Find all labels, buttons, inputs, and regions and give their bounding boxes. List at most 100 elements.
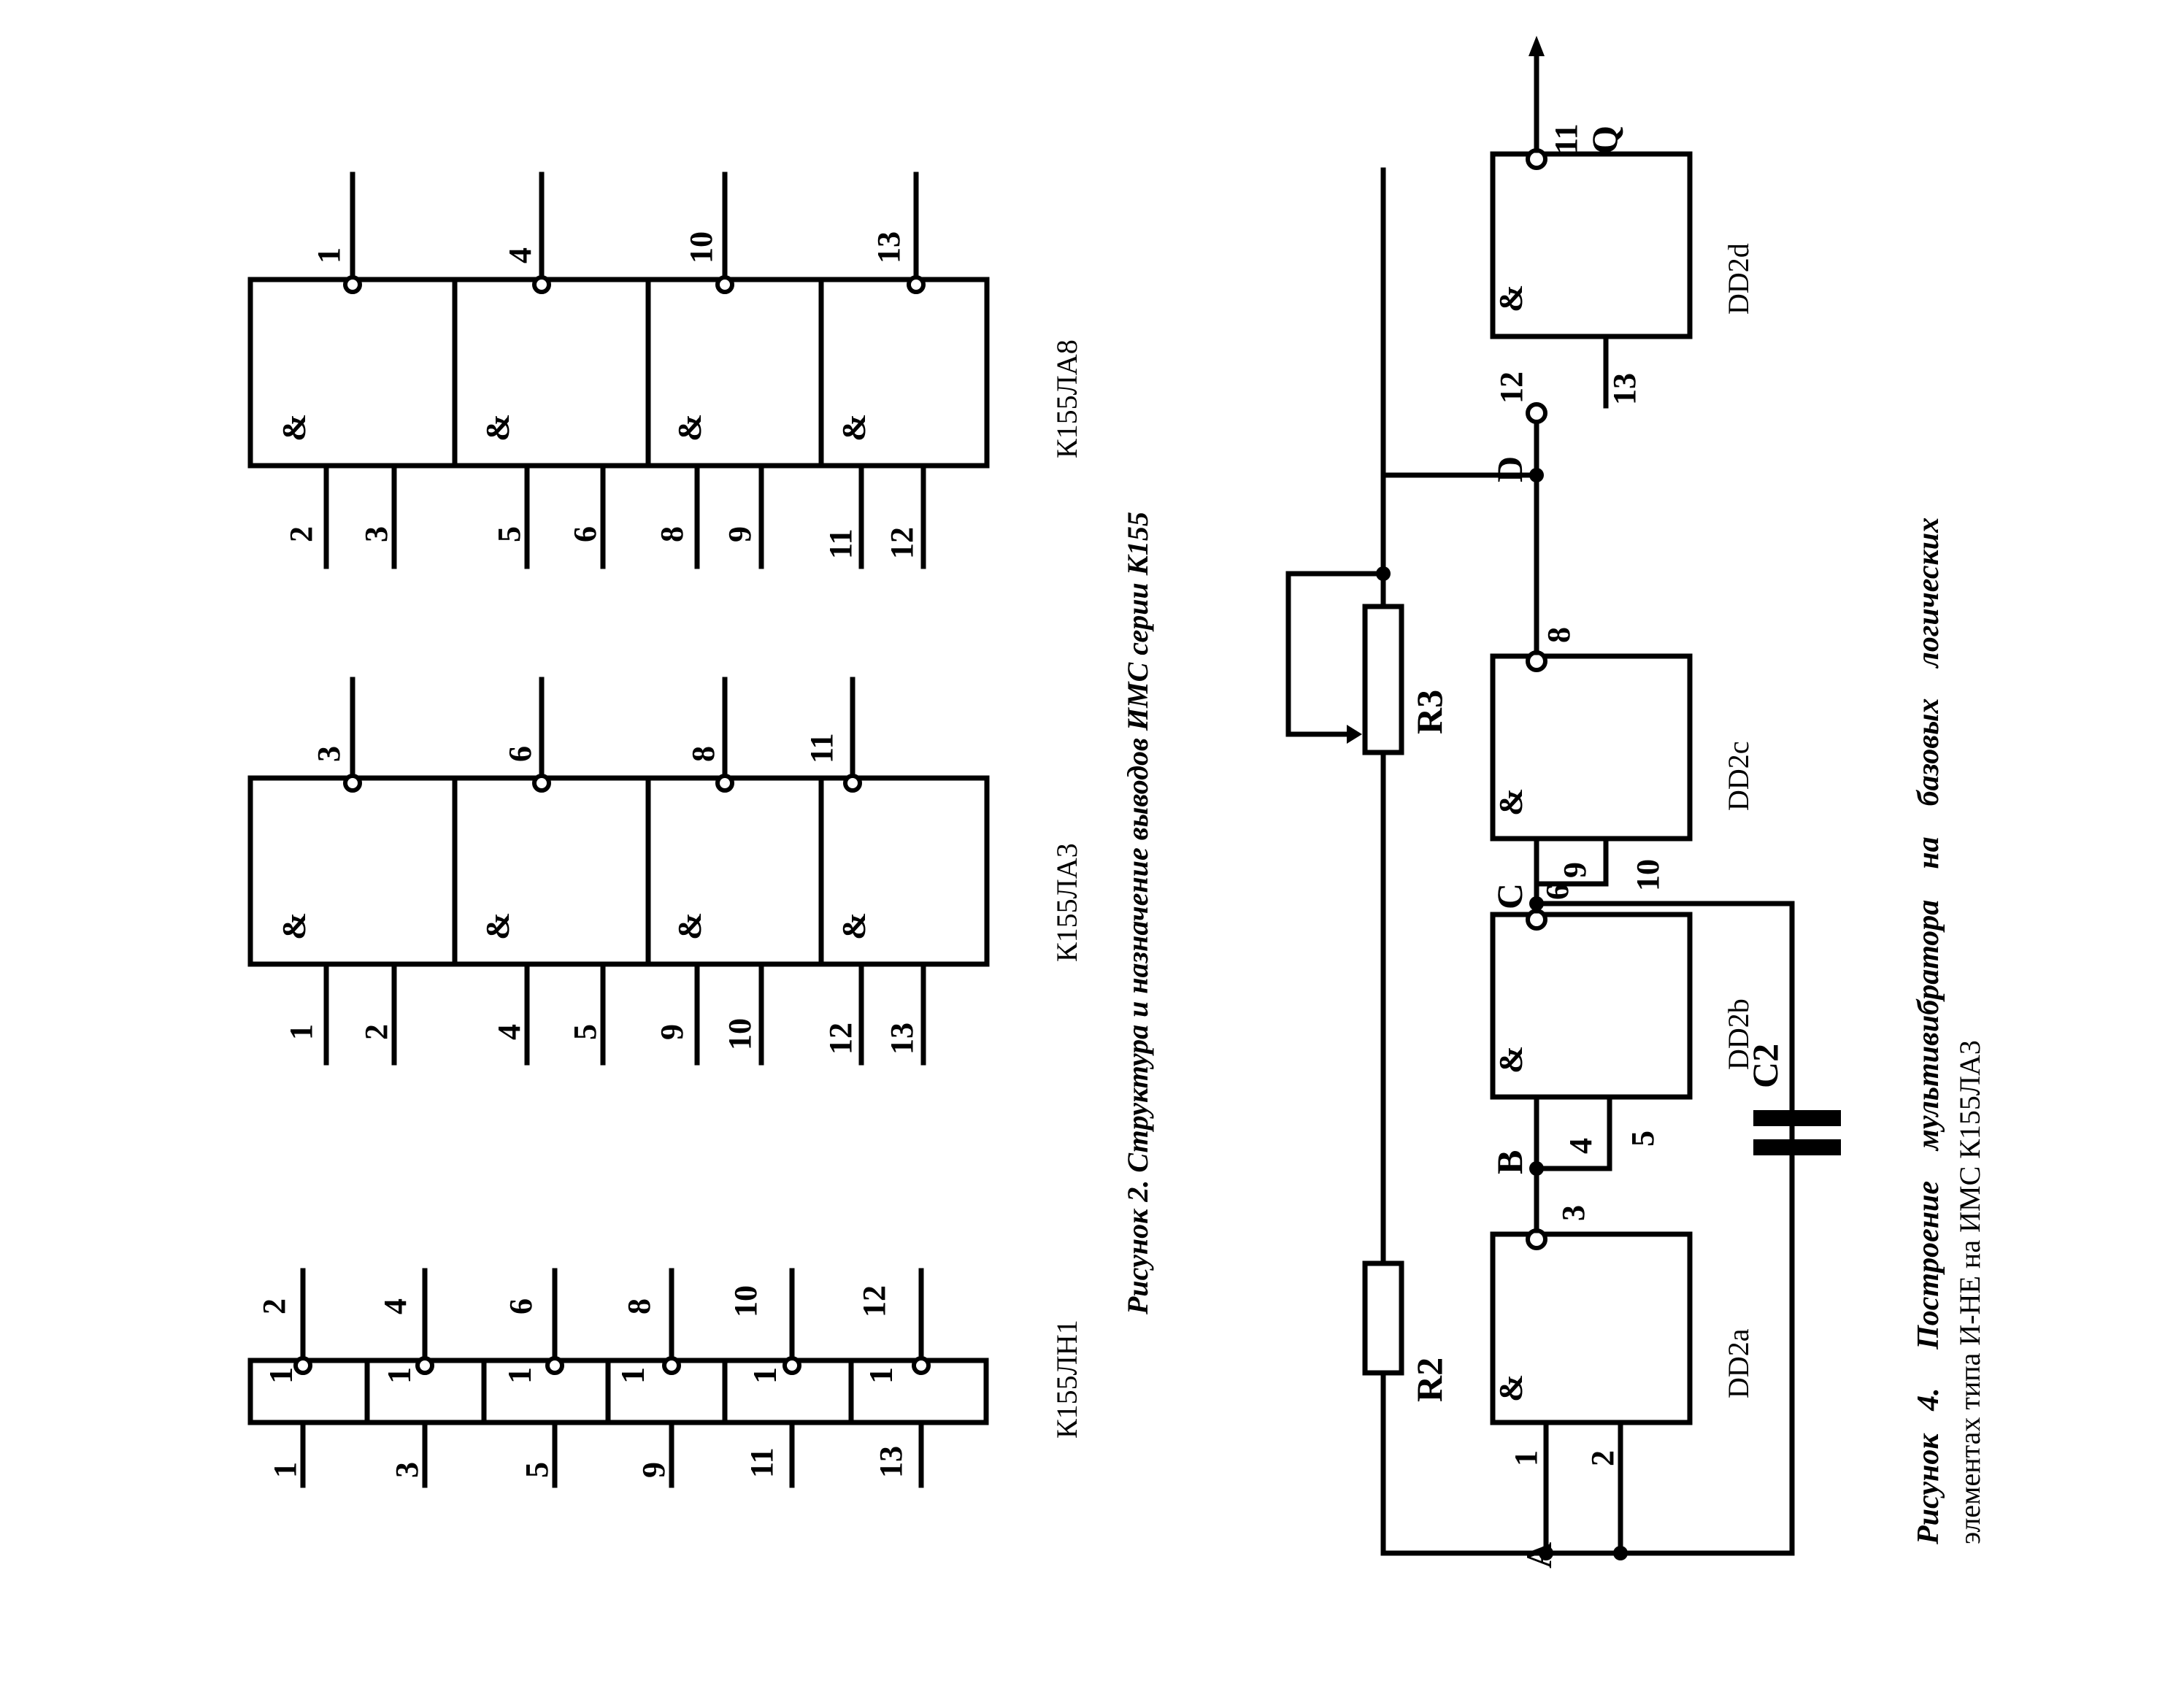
pin-label: 3 bbox=[358, 526, 394, 542]
inverter-bubble bbox=[1526, 909, 1547, 931]
pin-label: 9 bbox=[654, 1024, 690, 1040]
figure-4-multivibrator: & 1 2 DD2a 3 R2 B 4 5 & DD2b 6 bbox=[1285, 36, 1986, 1568]
junction-r3 bbox=[1376, 566, 1391, 581]
pin-label: 6 bbox=[502, 746, 538, 762]
resistor-label: R3 bbox=[1409, 690, 1450, 734]
pin-label: 4 bbox=[491, 1024, 527, 1040]
figure-2-caption: Рисунок 2. Структура и назначение выводо… bbox=[1121, 512, 1154, 1315]
node-label: Q bbox=[1584, 126, 1625, 154]
figure-4-caption-line-2: элементах типа И-НЕ на ИМС К155ЛА3 bbox=[1953, 1040, 1986, 1544]
resistor-r2 bbox=[1362, 1260, 1404, 1376]
pin-label: 9 bbox=[636, 1462, 672, 1478]
chip-label: К155ЛН1 bbox=[1050, 1320, 1083, 1439]
gate-dd2a: & 1 2 DD2a bbox=[1490, 1228, 1755, 1466]
pin-label: 12 bbox=[856, 1285, 892, 1317]
inverter-bubble bbox=[715, 275, 734, 294]
gate-la8-1: & 2 3 1 bbox=[247, 172, 458, 569]
gate-name: DD2b bbox=[1722, 998, 1755, 1070]
inverter-bubble bbox=[343, 275, 362, 294]
inverter-bubble bbox=[662, 1356, 681, 1375]
gate-symbol: 1 bbox=[262, 1367, 299, 1384]
resistor-r3 bbox=[1362, 604, 1404, 755]
gate-box bbox=[1490, 653, 1693, 842]
pin-label: 2 bbox=[256, 1298, 292, 1314]
gate-name: DD2d bbox=[1722, 243, 1755, 315]
gate-box bbox=[1490, 1231, 1693, 1425]
inverter-bubble bbox=[843, 774, 862, 793]
pin-label: 4 bbox=[502, 247, 538, 263]
inverter-bubble bbox=[532, 275, 551, 294]
capacitor-plate bbox=[1753, 1139, 1841, 1155]
gate-symbol: & bbox=[835, 414, 872, 442]
pin-label: 1 bbox=[283, 1024, 319, 1040]
junction-a bbox=[1613, 1546, 1628, 1560]
inverter-bubble bbox=[343, 774, 362, 793]
gate-symbol: & bbox=[275, 414, 312, 442]
gate-symbol: & bbox=[1492, 1046, 1529, 1074]
inverter-bubble bbox=[293, 1356, 312, 1375]
pin-label: 5 bbox=[519, 1462, 555, 1478]
pin-label: 4 bbox=[377, 1298, 413, 1314]
pin-label: 6 bbox=[503, 1298, 539, 1314]
pin-label: 10 bbox=[683, 231, 719, 263]
inverter-bubble bbox=[715, 774, 734, 793]
pin-label: 10 bbox=[728, 1285, 764, 1317]
pin-label: 9 bbox=[1557, 862, 1593, 878]
pin-label: 13 bbox=[884, 1023, 920, 1055]
junction-a bbox=[1539, 1546, 1553, 1560]
pin-label: 3 bbox=[389, 1462, 425, 1478]
pin-label: 11 bbox=[744, 1447, 780, 1478]
gate-la3-1: & 1 2 3 bbox=[247, 677, 458, 1066]
pin-label: 8 bbox=[621, 1298, 657, 1314]
gate-name: DD2c bbox=[1722, 741, 1755, 811]
gate-symbol: & bbox=[671, 414, 708, 442]
capacitor-plate bbox=[1753, 1110, 1841, 1126]
pin-label: 13 bbox=[871, 231, 907, 263]
pin-label: 6 bbox=[1539, 884, 1575, 900]
pin-label: 3 bbox=[311, 746, 347, 762]
pin-label: 2 bbox=[358, 1024, 394, 1040]
node-label: B bbox=[1489, 1150, 1530, 1174]
inverter-bubble bbox=[912, 1356, 931, 1375]
gate-la8-2: & 5 6 4 bbox=[452, 172, 651, 569]
gate-symbol: 1 bbox=[501, 1367, 538, 1384]
pin-label: 10 bbox=[722, 1018, 758, 1050]
gate-symbol: 1 bbox=[862, 1367, 899, 1384]
inverter-bubble bbox=[1526, 1228, 1547, 1250]
pin-label: 12 bbox=[823, 1023, 858, 1055]
gate-symbol: & bbox=[479, 414, 516, 442]
output-arrow bbox=[1529, 36, 1545, 56]
inverter-bubble bbox=[783, 1356, 801, 1375]
pin-label: 6 bbox=[567, 526, 603, 542]
chip-k155la8: & 2 3 1 & 5 6 4 & bbox=[247, 172, 1083, 569]
node-label: A bbox=[1518, 1542, 1559, 1568]
capacitor-label: C2 bbox=[1745, 1044, 1785, 1088]
gate-ln1-5: 1 11 10 bbox=[722, 1268, 854, 1488]
pin-label: 5 bbox=[567, 1024, 603, 1040]
gate-dd2d: & DD2d bbox=[1490, 148, 1755, 339]
input-bubble bbox=[1526, 402, 1547, 424]
gate-box bbox=[1490, 151, 1693, 339]
pin-label: 11 bbox=[804, 733, 839, 763]
gate-dd2c: & DD2c bbox=[1490, 650, 1755, 842]
chip-label: К155ЛА3 bbox=[1050, 843, 1083, 962]
pin-label: 8 bbox=[654, 526, 690, 542]
figure-2: 1 1 2 1 3 4 1 5 6 bbox=[247, 172, 1154, 1488]
r3-wiper-wire bbox=[1285, 571, 1386, 737]
pin-label: 2 bbox=[283, 526, 319, 542]
gate-name: DD2a bbox=[1722, 1328, 1755, 1398]
pin-label: 11 bbox=[1548, 123, 1584, 154]
gate-box bbox=[1490, 912, 1693, 1100]
pin-label: 1 bbox=[267, 1462, 303, 1478]
pin-label: 3 bbox=[1556, 1205, 1591, 1221]
pin-label: 8 bbox=[1541, 627, 1577, 643]
figure-4-caption-line-1: Рисунок 4. Построение мультивибратора на… bbox=[1912, 517, 1945, 1545]
gate-symbol: & bbox=[1492, 1374, 1529, 1402]
chip-k155ln1: 1 1 2 1 3 4 1 5 6 bbox=[247, 1268, 1083, 1488]
pin-label: 12 bbox=[884, 527, 920, 559]
r3-wiper-arrow bbox=[1347, 725, 1362, 744]
gate-symbol: & bbox=[1492, 285, 1529, 312]
capacitor-c2: C2 bbox=[1745, 901, 1841, 1556]
